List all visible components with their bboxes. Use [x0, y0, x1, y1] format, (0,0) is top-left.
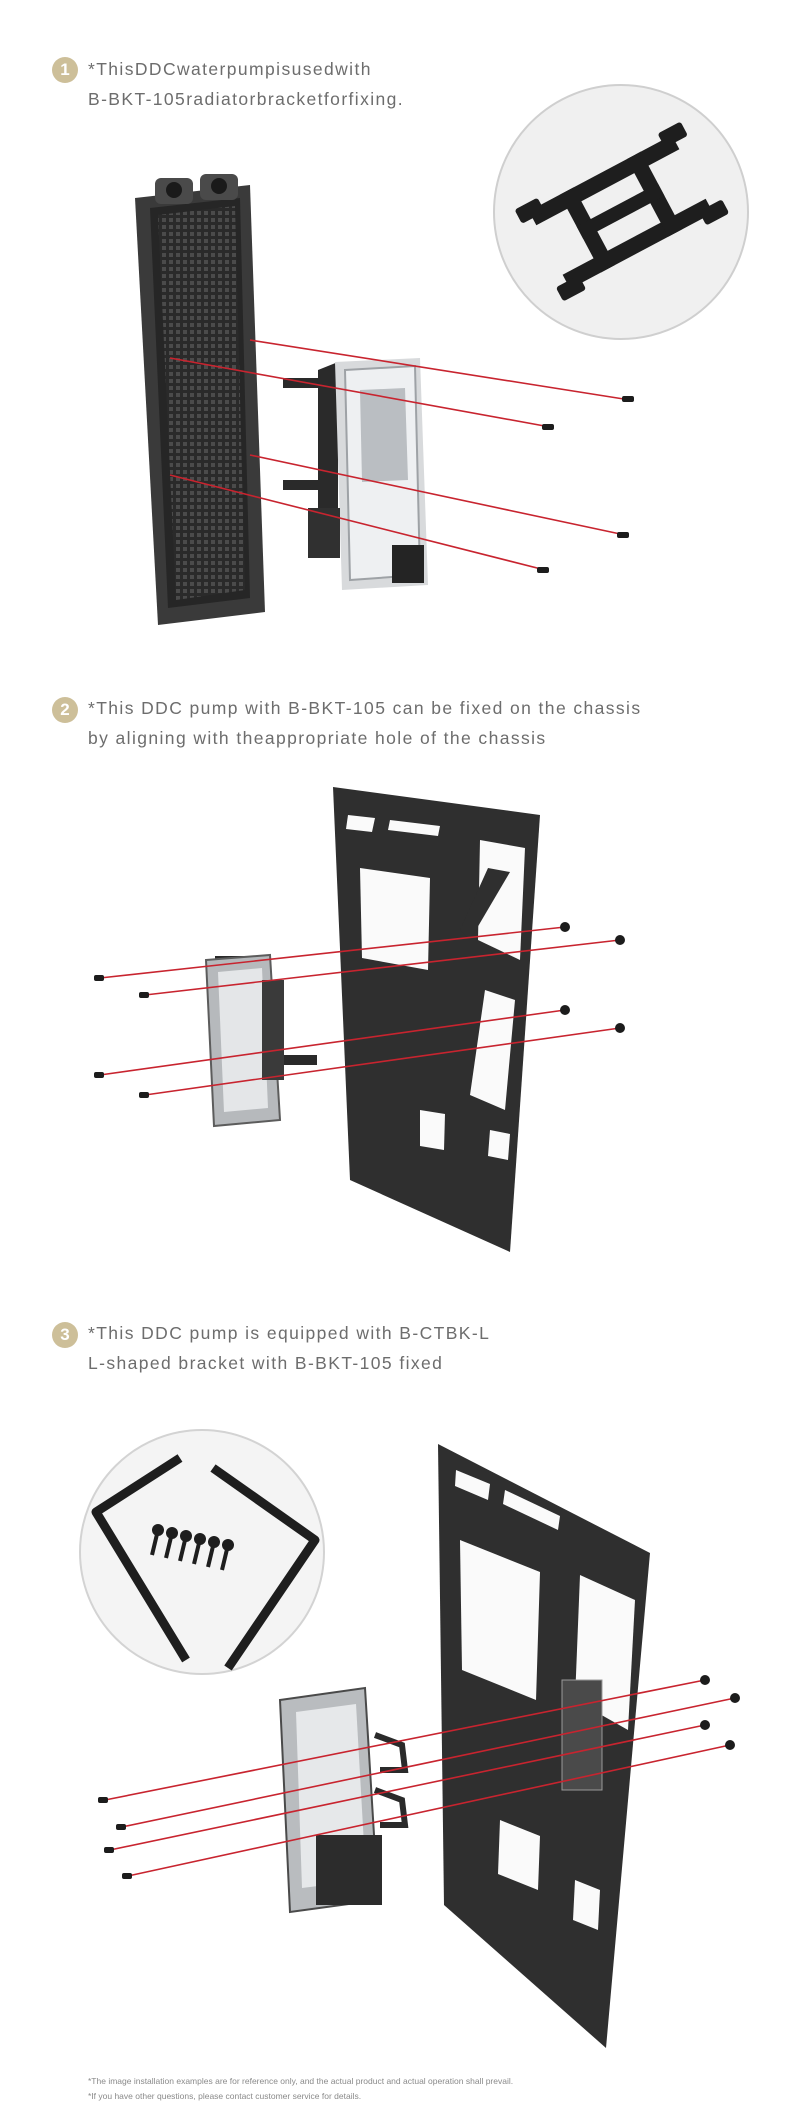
- footer-note-1: *The image installation examples are for…: [88, 2076, 514, 2086]
- step-3-badge: 3: [52, 1322, 78, 1348]
- step-3-caption-line-1: *This DDC pump is equipped with B-CTBK-L: [88, 1323, 491, 1343]
- bkt-105-bracket-image: [515, 122, 729, 301]
- chassis-panel-image: [333, 787, 540, 1252]
- step-1-caption-line-2: B-BKT-105radiatorbracketforfixing.: [88, 89, 405, 109]
- step-1-badge: 1: [52, 57, 78, 83]
- screws-and-nuts: [94, 922, 625, 1098]
- step-1-illustration: [135, 84, 749, 625]
- bracket-inset-circle: [493, 84, 749, 340]
- screw-set-image: [150, 1524, 234, 1571]
- ddc-pump-image: [283, 358, 428, 590]
- step-2-caption: *This DDC pump with B-BKT-105 can be fix…: [88, 693, 642, 753]
- ddc-pump-with-l-bracket-image: [278, 1686, 409, 1914]
- alignment-guide-lines: [169, 339, 631, 571]
- step-3-caption-line-2: L-shaped bracket with B-BKT-105 fixed: [88, 1353, 444, 1373]
- step-2-caption-line-1: *This DDC pump with B-BKT-105 can be fix…: [88, 698, 642, 718]
- screws-and-nuts: [98, 1675, 740, 1879]
- chassis-panel-image: [438, 1444, 650, 2048]
- step-3-illustration: [79, 1429, 740, 2048]
- ddc-pump-with-bracket-image: [204, 953, 317, 1128]
- step-2-illustration: [94, 787, 625, 1252]
- step-1-caption: *ThisDDCwaterpumpisusedwith B-BKT-105rad…: [88, 54, 404, 114]
- screws: [537, 396, 634, 573]
- alignment-guide-lines: [99, 926, 621, 1096]
- alignment-guide-lines: [104, 1679, 736, 1877]
- l-bracket-inset-circle: [79, 1429, 325, 1675]
- step-2-caption-line-2: by aligning with theappropriate hole of …: [88, 728, 547, 748]
- radiator-image: [135, 174, 265, 625]
- disclaimer-footer: *The image installation examples are for…: [88, 2074, 513, 2104]
- step-3-caption: *This DDC pump is equipped with B-CTBK-L…: [88, 1318, 490, 1378]
- step-1-caption-line-1: *ThisDDCwaterpumpisusedwith: [88, 59, 372, 79]
- footer-note-2: *If you have other questions, please con…: [88, 2091, 362, 2101]
- step-2-badge: 2: [52, 697, 78, 723]
